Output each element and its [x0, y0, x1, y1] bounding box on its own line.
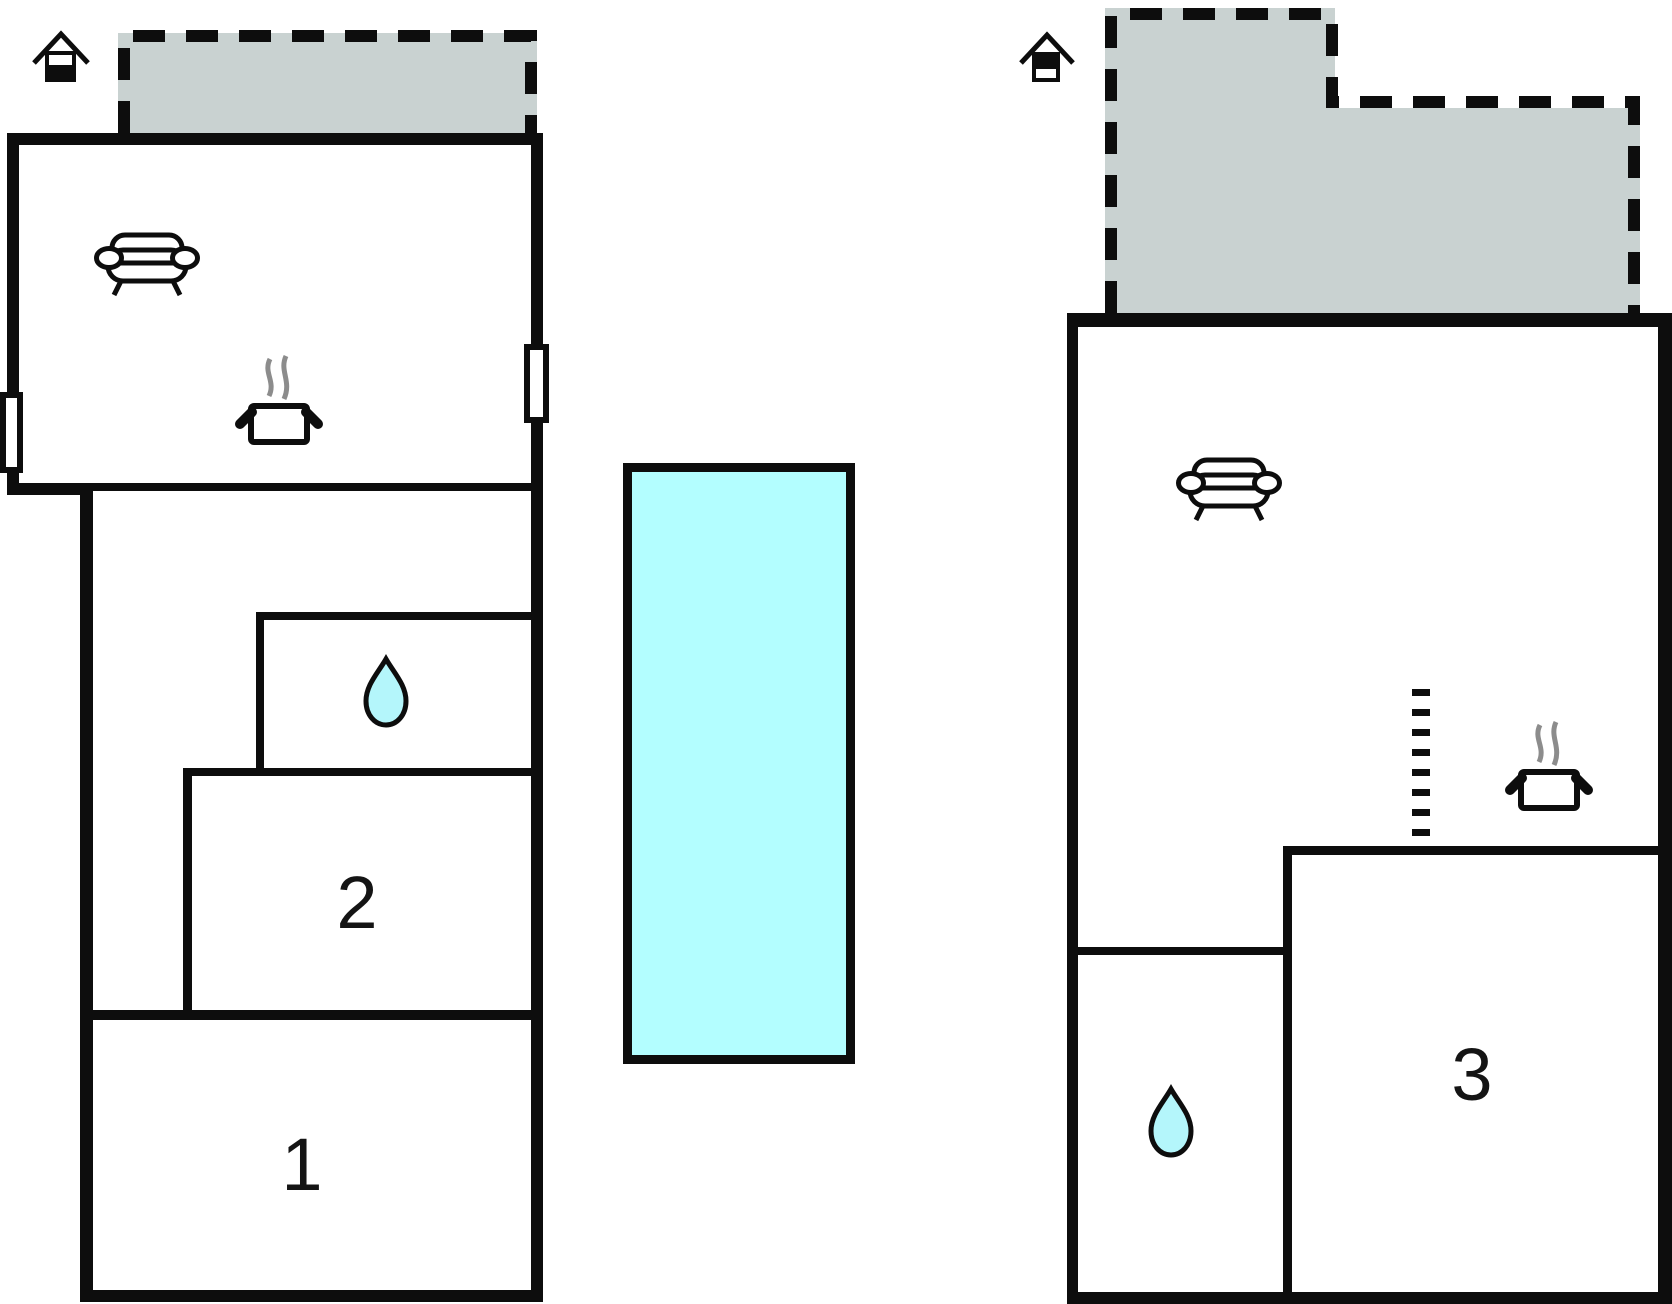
- wall-segment: [1067, 1292, 1672, 1304]
- wall-segment: [256, 612, 264, 776]
- wall-segment: [80, 483, 93, 1302]
- house-lower-half-filled: [45, 67, 76, 82]
- wall-segment: [264, 612, 531, 620]
- sofa-icon: [97, 235, 198, 295]
- wall-segment: [1283, 846, 1292, 1292]
- wall-segment: [93, 1010, 531, 1020]
- window-left: [0, 392, 23, 473]
- wall-segment: [1078, 947, 1292, 955]
- wall-segment: [531, 133, 543, 1302]
- wall-segment: [1283, 846, 1658, 855]
- left-terrace-dashed-border: [118, 30, 537, 133]
- house-upper-half-filled: [1032, 52, 1060, 67]
- right-terrace-fill: [1105, 8, 1640, 313]
- window-right: [524, 344, 549, 423]
- right-unit-interior-walls: [1078, 846, 1658, 1292]
- room-2-label: 2: [336, 861, 377, 944]
- wall-segment: [183, 768, 192, 1020]
- water-drop-icon: [1151, 1089, 1191, 1155]
- house-lower-half: [1032, 65, 1060, 82]
- left-unit-outer-walls: [7, 133, 543, 1302]
- house-roof: [1019, 31, 1075, 65]
- wall-segment: [93, 483, 531, 491]
- left-terrace-fill: [118, 33, 537, 133]
- cooking-pot-icon: [240, 356, 318, 442]
- sofa-icon: [1179, 460, 1280, 520]
- house-upper-half: [45, 51, 76, 69]
- room-3-label: 3: [1451, 1033, 1492, 1116]
- wall-segment: [7, 133, 543, 145]
- house-level-icon-right: [1019, 31, 1075, 82]
- room-1-label: 1: [281, 1123, 322, 1206]
- swimming-pool: [623, 463, 855, 1064]
- wall-segment: [183, 768, 531, 776]
- house-level-icon-left: [32, 30, 90, 82]
- right-unit-outer-walls: [1067, 313, 1672, 1304]
- left-unit-interior-walls: [93, 483, 531, 1020]
- wall-segment: [1067, 313, 1672, 327]
- wall-segment: [1658, 313, 1672, 1304]
- wall-segment: [7, 483, 93, 495]
- wall-segment: [1067, 313, 1078, 1304]
- cooking-pot-icon: [1510, 722, 1588, 808]
- water-drop-icon: [366, 659, 406, 725]
- wall-segment: [80, 1290, 543, 1302]
- house-roof: [32, 30, 90, 65]
